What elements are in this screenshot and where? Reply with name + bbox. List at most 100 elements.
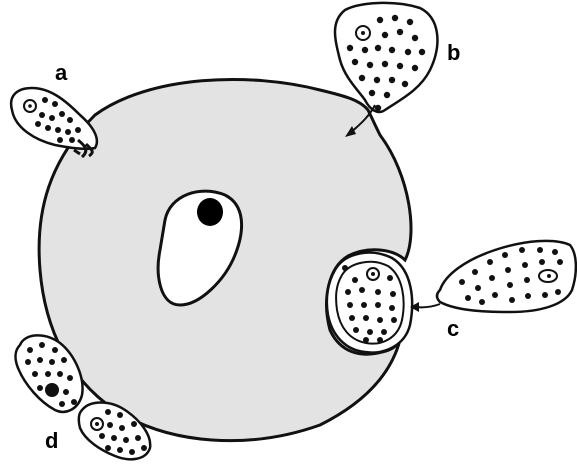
granule-dot [402,81,408,87]
granule-dot [347,302,353,308]
granule-dot [342,265,348,271]
granule-dot [117,412,123,418]
granule-dot [381,329,387,335]
granule-dot [67,375,73,381]
granule-dot [507,282,513,288]
granule-dot [361,302,367,308]
granule-dot [65,129,71,135]
granule-dot [519,247,525,253]
granule-dot [382,32,388,38]
granule-dot [141,445,147,451]
granule-dot [107,422,113,428]
granule-dot [375,289,381,295]
granule-dot [375,302,381,308]
granule-dot [397,29,403,35]
label-c: c [447,318,459,340]
granule-dot [539,259,545,265]
granule-dot [119,425,125,431]
granule-dot [362,47,368,53]
granule-dot [349,315,355,321]
granule-dot [389,47,395,53]
granule-dot [25,359,31,365]
granule-dot [492,292,498,298]
granule-dot [359,287,365,293]
label-a: a [55,62,67,84]
granule-dot [32,371,38,377]
granule-dot [475,285,481,291]
host-nucleus [197,198,223,226]
granule-dot [509,297,515,303]
granule-dot [397,63,403,69]
granule-dot [505,267,511,273]
granule-dot [35,121,41,127]
granule-dot [387,275,393,281]
granule-dot [49,115,55,121]
granule-dot [42,97,48,103]
granule-dot [537,247,543,253]
granule-dot [542,292,548,298]
granule-dot [39,342,45,348]
granule-dot [359,75,365,81]
granule-dot [352,59,358,65]
granule-dot [377,17,383,23]
label-b: b [447,42,460,64]
granule-dot [375,105,381,111]
granule-dot [57,371,63,377]
granule-dot [52,101,58,107]
granule-dot [382,61,388,67]
granule-dot [105,445,111,451]
granule-dot [374,77,380,83]
granule-dot [37,385,43,391]
granule-dot [67,117,73,123]
granule-dot [389,77,395,83]
granule-dot [367,62,373,68]
granule-dot [105,409,111,415]
granule-dot [131,421,137,427]
granule-dot [375,45,381,51]
granule-dot [407,19,413,25]
granule-dot [405,49,411,55]
granule-dot [363,337,369,343]
granule-dot [472,269,478,275]
granule-dot [129,449,135,455]
granule-dot [75,127,81,133]
granule-dot [557,259,563,265]
granule-dot [377,337,383,343]
granule-dot [377,317,383,323]
granule-dot [352,277,358,283]
granule-dot [412,65,418,71]
granule-dot [524,277,530,283]
granule-dot [69,137,75,143]
granule-dot [117,447,123,453]
granule-dot [459,279,465,285]
granule-dot [502,252,508,258]
granule-dot [49,359,55,365]
granule-dot [27,347,33,353]
granule-dot [412,35,418,41]
granule-dot [52,347,58,353]
granule-dot [37,357,43,363]
granule-dot [63,389,69,395]
granule-dot [389,305,395,311]
granule-dot [57,137,63,143]
granule-dot [345,289,351,295]
granule-dot [525,293,531,299]
granule-dot [135,435,141,441]
granule-dot [363,315,369,321]
granule-dot [419,49,425,55]
granule-dot [99,433,105,439]
granule-dot [71,399,77,405]
granule-dot [369,90,375,96]
granule-dot [39,112,45,118]
granule-dot [390,291,396,297]
granule-dot [555,289,561,295]
granule-dot [55,127,61,133]
granule-dot [522,262,528,268]
granule-dot [45,125,51,131]
granule-dot [384,92,390,98]
granule-dot [123,437,129,443]
granule-dot [367,329,373,335]
label-d: d [45,430,58,452]
granule-dot [347,45,353,51]
